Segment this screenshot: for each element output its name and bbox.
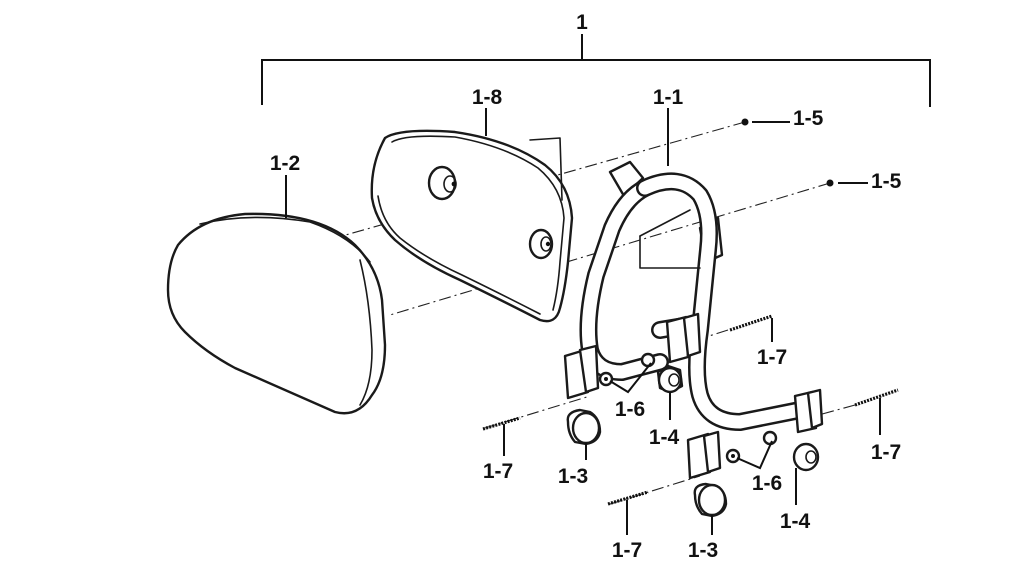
callout-1-7-far-right: 1-7 [871, 441, 901, 464]
callout-1-4-left: 1-4 [649, 426, 680, 449]
callout-labels: 1 1-8 1-1 1-5 1-5 1-2 1-7 1-6 1-4 1-7 1-… [270, 11, 902, 562]
pin-parts [482, 314, 899, 506]
callout-1-6-left: 1-6 [615, 398, 645, 421]
callout-1-8: 1-8 [472, 86, 503, 109]
callout-1-6-right: 1-6 [752, 472, 782, 495]
tube-frame-part [563, 160, 824, 480]
callout-1-7-upper-right: 1-7 [757, 346, 787, 369]
callout-1-5-lower: 1-5 [871, 170, 902, 193]
leader-lines [285, 108, 881, 535]
spacer-parts [656, 364, 820, 472]
callout-1: 1 [576, 11, 588, 34]
callout-1-7-bottom: 1-7 [612, 539, 642, 562]
callout-1-4-right: 1-4 [780, 510, 811, 533]
screw-parts [741, 118, 834, 187]
backplate-part [370, 129, 574, 323]
callout-1-2: 1-2 [270, 152, 300, 175]
cushion-part [166, 212, 387, 415]
callout-1-5-upper: 1-5 [793, 107, 824, 130]
bushing-parts [566, 408, 728, 518]
callout-1-1: 1-1 [653, 86, 684, 109]
callout-1-3-bottom: 1-3 [688, 539, 718, 562]
callout-1-3-left: 1-3 [558, 465, 588, 488]
assembly-bracket [261, 34, 931, 107]
callout-1-7-left: 1-7 [483, 460, 513, 483]
